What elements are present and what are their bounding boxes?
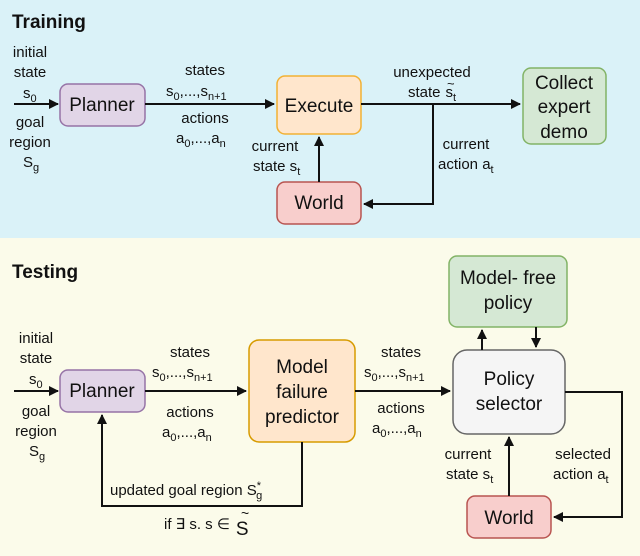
train-states-label: states <box>185 62 225 79</box>
test-actions2-label: actions <box>377 400 425 417</box>
execute-label: Execute <box>285 96 354 117</box>
selector-line1: Policy <box>484 369 535 390</box>
condition-tilde: ~ <box>241 505 249 521</box>
test-sg: Sg <box>29 443 45 463</box>
unexpected-label: unexpected <box>393 64 471 81</box>
predictor-line1: Model <box>276 357 328 378</box>
test-states2-seq: s0,...,sn+1 <box>364 364 425 384</box>
test-goal-label: goal <box>22 403 50 420</box>
test-s0: s0 <box>29 371 43 391</box>
train-world-label: World <box>294 193 343 214</box>
selector-line2: selector <box>476 394 543 415</box>
modelfree-line2: policy <box>484 293 533 314</box>
train-state-st: state st <box>253 158 300 178</box>
test-states-seq: s0,...,sn+1 <box>152 364 213 384</box>
test-states2-label: states <box>381 344 421 361</box>
test-actions-label: actions <box>166 404 214 421</box>
train-actions-seq: a0,...,an <box>176 130 226 150</box>
train-goal-label: goal <box>16 114 44 131</box>
train-state-current: current <box>252 138 300 155</box>
collect-box <box>522 67 607 145</box>
training-title: Training <box>12 12 86 33</box>
train-state-label: state <box>14 64 47 81</box>
test-arrow-feedback <box>97 414 303 507</box>
test-state-label: state <box>20 350 53 367</box>
train-action-at: action at <box>438 156 494 176</box>
test-planner-label: Planner <box>69 381 135 402</box>
model-free-policy-box <box>448 255 568 328</box>
test-current-label: current <box>445 446 493 463</box>
test-actions2-seq: a0,...,an <box>372 420 422 440</box>
test-world-label: World <box>484 508 533 529</box>
train-planner-label: Planner <box>69 95 135 116</box>
condition-label: if ∃ s. s ∈S <box>164 516 249 540</box>
predictor-line3: predictor <box>265 407 340 428</box>
predictor-line2: failure <box>276 382 328 403</box>
train-actions-label: actions <box>181 110 229 127</box>
test-region-label: region <box>15 423 57 440</box>
test-initial-label: initial <box>19 330 53 347</box>
policy-selector-box <box>452 349 566 435</box>
collect-line2: expert <box>538 97 592 118</box>
train-s0: s0 <box>23 85 37 105</box>
train-initial-label: initial <box>13 44 47 61</box>
train-arrow-action <box>363 104 434 209</box>
testing-title: Testing <box>12 262 78 283</box>
selected-action-at: action at <box>553 466 609 486</box>
train-sg: Sg <box>23 154 39 174</box>
selected-label: selected <box>555 446 611 463</box>
tilde-mark: ~ <box>447 76 455 91</box>
train-states-seq: s0,...,sn+1 <box>166 83 227 103</box>
train-current-label: current <box>443 136 491 153</box>
train-region-label: region <box>9 134 51 151</box>
test-states-label: states <box>170 344 210 361</box>
test-arrow-selected-action <box>553 391 623 522</box>
collect-line3: demo <box>540 122 588 143</box>
collect-line1: Collect <box>535 73 594 94</box>
modelfree-line1: Model- free <box>460 268 556 289</box>
updated-goal-label: updated goal region S*g <box>110 480 262 502</box>
test-actions-seq: a0,...,an <box>162 424 212 444</box>
test-state-st: state st <box>446 466 493 486</box>
